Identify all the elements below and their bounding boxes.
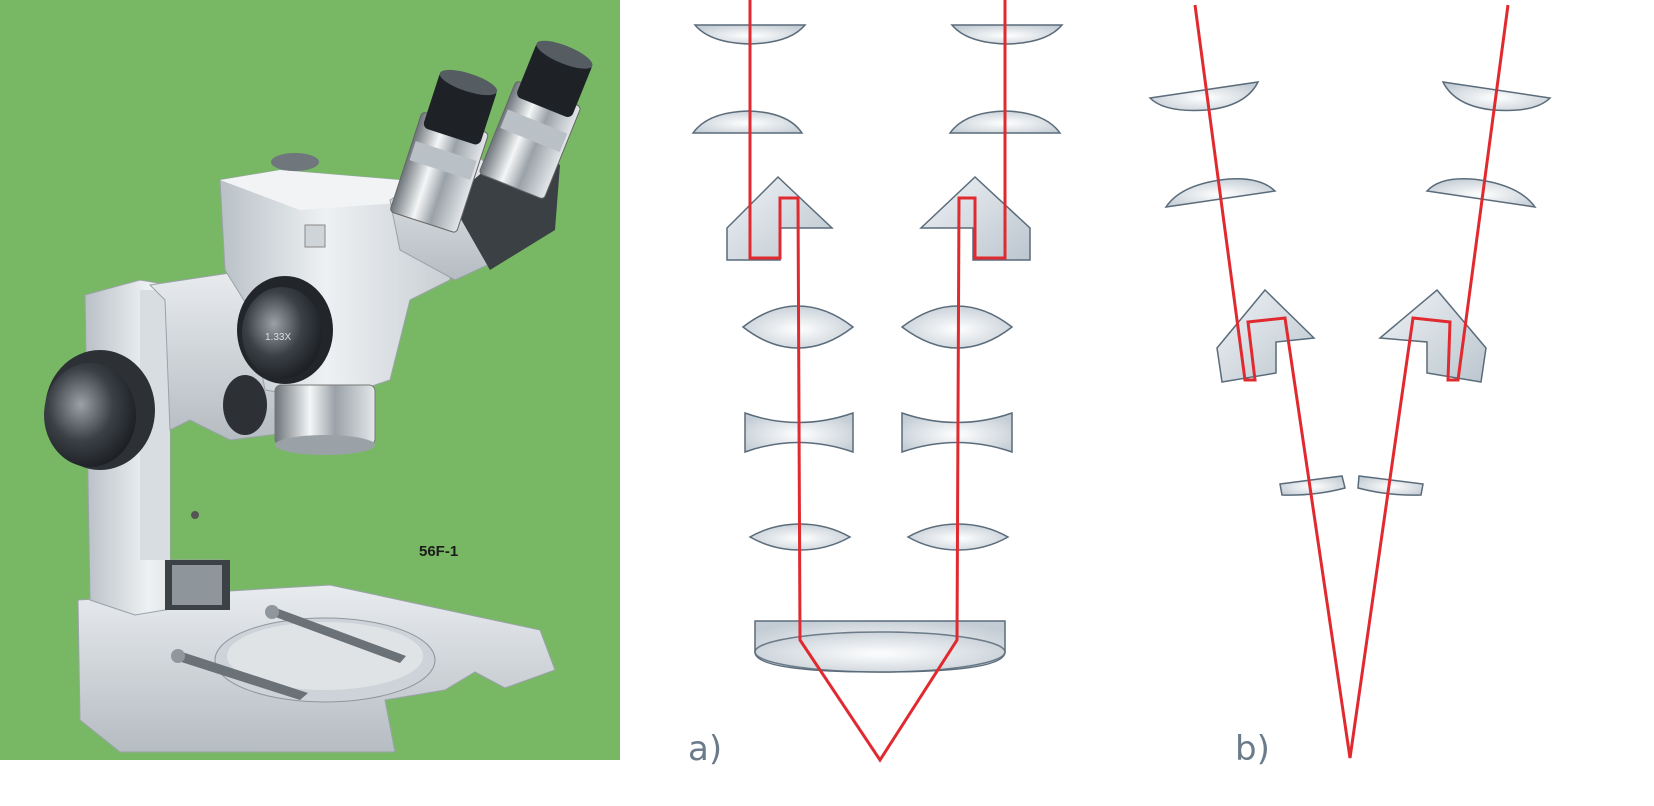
eyepiece-lens-a-right-top: [950, 24, 1064, 45]
light-ray-a: [748, 0, 1007, 763]
panel-a: a): [688, 0, 1064, 769]
model-label: 56F-1: [419, 543, 458, 560]
focus-knob: [44, 350, 267, 470]
panel-b-label: b): [1235, 729, 1270, 769]
prism-b-right: [1378, 288, 1487, 383]
eyepiece-right: [479, 40, 593, 199]
eyepiece-left: [390, 69, 498, 233]
panel-b: b): [1148, 4, 1552, 769]
stage-clip-left: [175, 652, 308, 700]
prism-b-left: [1216, 288, 1316, 383]
magnification-knob-label: 1.33X: [265, 332, 291, 343]
eyepiece-lens-b-right-bottom: [1425, 178, 1537, 209]
stage-clip-right: [270, 608, 406, 663]
magnification-knob: 1.33X: [237, 276, 333, 384]
light-ray-b: [1193, 4, 1510, 759]
eyepiece-lens-b-left-top: [1148, 81, 1260, 112]
eyepiece-lens-a-left-bottom: [691, 110, 804, 134]
optical-path-diagram: a) b): [688, 0, 1552, 769]
panel-a-label: a): [688, 729, 722, 769]
objective-lens-b-left: [1279, 475, 1346, 496]
microscope-photo: 1.33X 56F-1: [0, 0, 620, 806]
objective-lens-housing: [274, 384, 376, 455]
